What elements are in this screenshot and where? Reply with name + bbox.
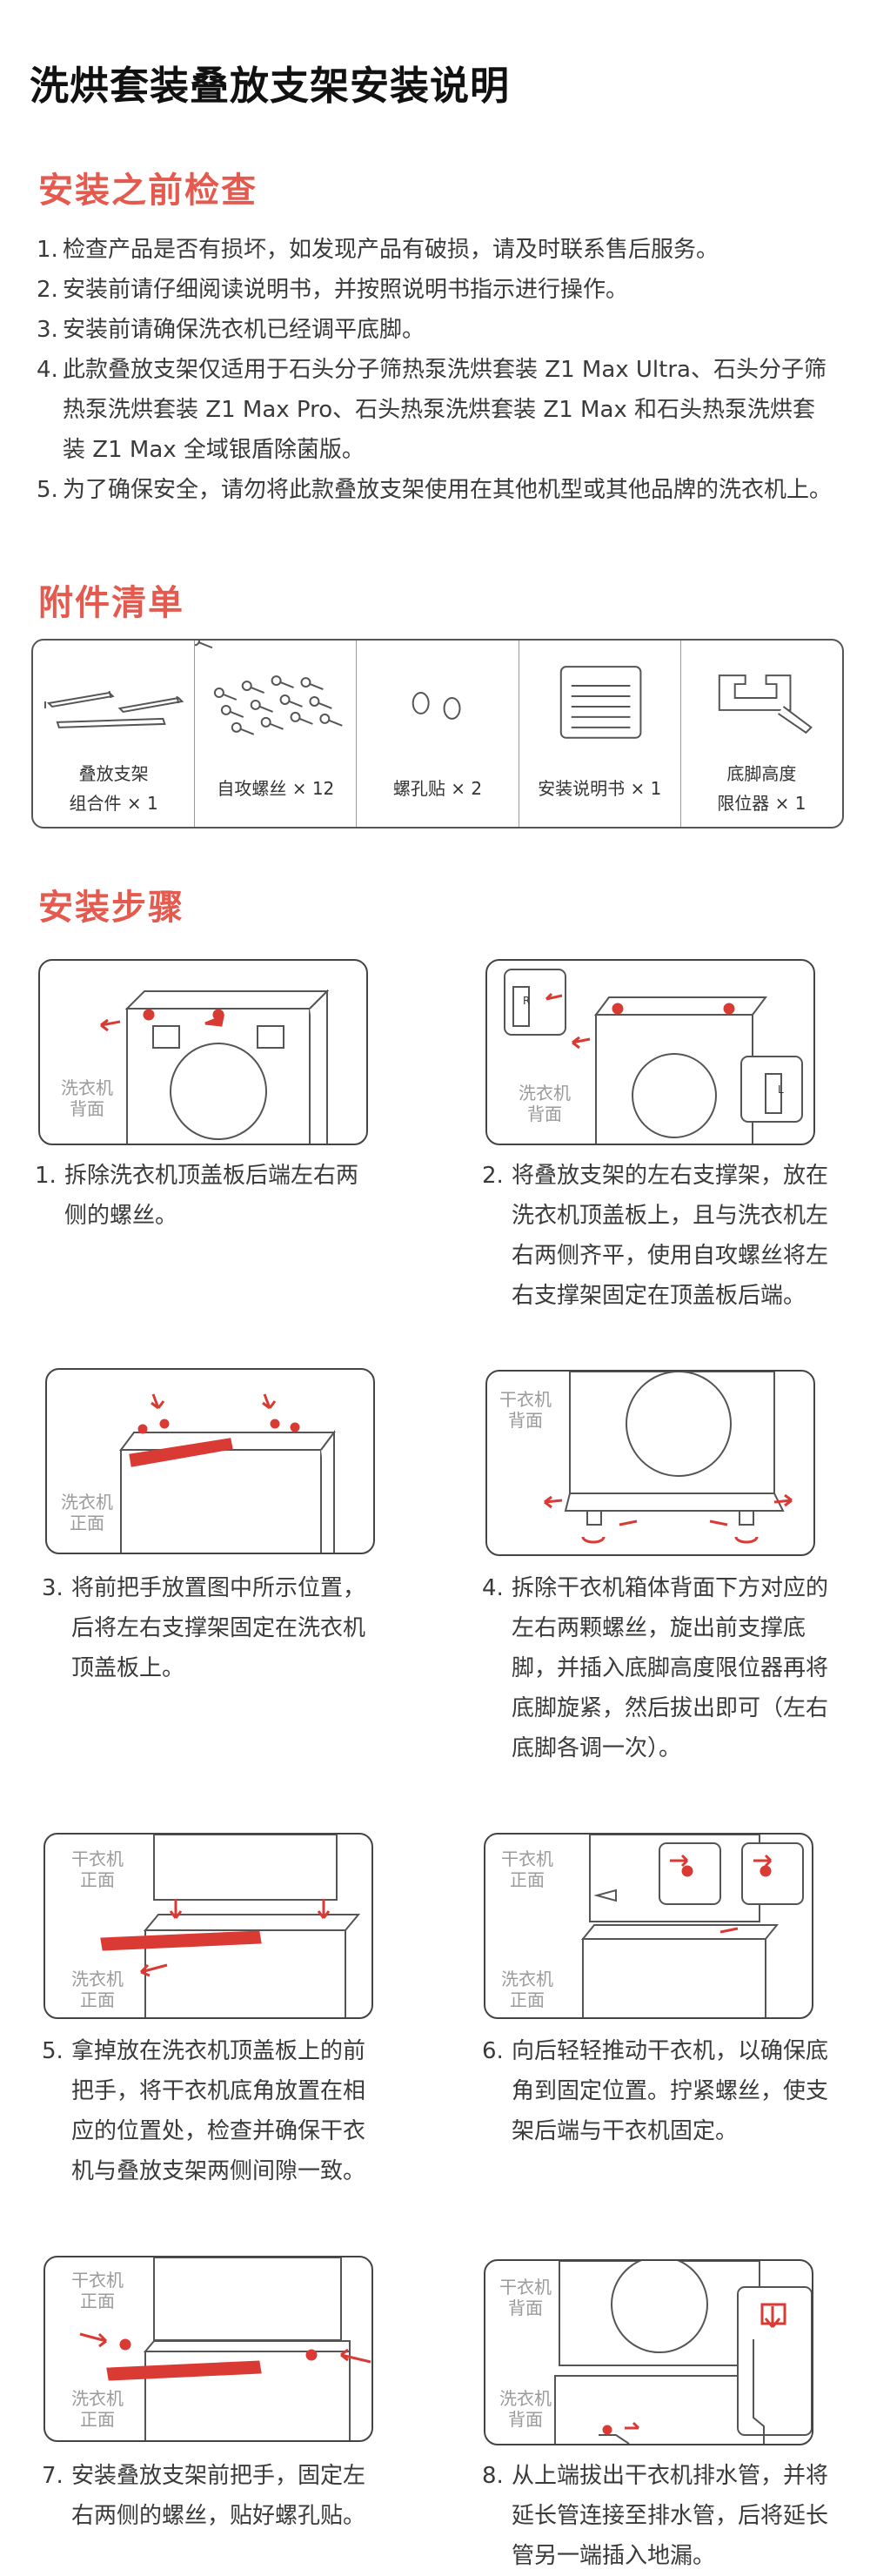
- section-before-install: 安装之前检查: [38, 171, 258, 211]
- step-7: 7.安装叠放支架前把手，固定左右两侧的螺丝，贴好螺孔贴。: [42, 2463, 366, 2529]
- step-6: 6.向后轻轻推动干衣机，以确保底角到固定位置。拧紧螺丝，使支架后端与干衣机固定。: [482, 2038, 829, 2144]
- section-install-steps: 安装步骤: [38, 888, 184, 928]
- check-item: 2.安装前请仔细阅读说明书，并按照说明书指示进行操作。: [37, 277, 629, 303]
- accessory-support-frame: 叠放支架组合件 × 1: [33, 641, 196, 827]
- page-title: 洗烘套装叠放支架安装说明: [30, 63, 511, 109]
- right-tag: R: [523, 995, 531, 1007]
- section-accessories: 附件清单: [38, 583, 184, 623]
- washer-back-label: 洗衣机背面: [519, 1083, 571, 1124]
- dryer-back-label: 干衣机背面: [499, 2277, 552, 2318]
- accessory-foot-limiter: 底脚高度限位器 × 1: [681, 641, 842, 827]
- washer-back-illustration: [100, 989, 330, 1144]
- dryer-back-label: 干衣机背面: [499, 1389, 552, 1431]
- accessory-name: 安装说明书 × 1: [538, 778, 662, 799]
- left-tag: L: [778, 1083, 784, 1096]
- step-3-illustration: [45, 1368, 375, 1554]
- step-2-illustration: [485, 959, 815, 1145]
- step-8: 8.从上端拔出干衣机排水管，并将延长管连接至排水管，后将延长管另一端插入地漏。: [482, 2463, 829, 2569]
- check-item: 3.安装前请确保洗衣机已经调平底脚。: [37, 317, 425, 343]
- step-1-illustration: [38, 959, 368, 1145]
- washer-front-label: 洗衣机正面: [501, 1969, 553, 2010]
- dryer-front-label: 干衣机正面: [71, 1848, 124, 1890]
- accessory-name: 自攻螺丝 × 12: [217, 778, 335, 799]
- accessory-hole-stickers: 螺孔贴 × 2: [357, 641, 519, 827]
- step-8-illustration: [484, 2259, 813, 2445]
- washer-back-label: 洗衣机背面: [61, 1077, 113, 1119]
- step-2: 2.将叠放支架的左右支撑架，放在洗衣机顶盖板上，且与洗衣机左右两侧齐平，使用自攻…: [482, 1163, 829, 1309]
- accessory-table: 叠放支架组合件 × 1 自攻螺丝 × 12 螺孔贴 × 2: [31, 639, 844, 828]
- step-1: 1.拆除洗衣机顶盖板后端左右两侧的螺丝。: [35, 1163, 359, 1229]
- accessory-qty: 限位器 × 1: [717, 793, 806, 814]
- accessory-name: 底脚高度: [726, 763, 797, 784]
- accessory-manual: 安装说明书 × 1: [519, 641, 681, 827]
- washer-front-label: 洗衣机正面: [71, 2388, 124, 2430]
- check-item: 5.为了确保安全，请勿将此款叠放支架使用在其他机型或其他品牌的洗衣机上。: [37, 477, 833, 503]
- check-item: 4.此款叠放支架仅适用于石头分子筛热泵洗烘套装 Z1 Max Ultra、石头分…: [37, 357, 826, 463]
- check-item: 1.检查产品是否有损坏，如发现产品有破损，请及时联系售后服务。: [37, 237, 719, 263]
- accessory-name: 螺孔贴 × 2: [392, 778, 483, 799]
- foot-limiter-icon: [718, 674, 813, 735]
- hole-stickers-icon: [412, 692, 461, 720]
- manual-icon: [559, 666, 642, 739]
- accessory-name: 叠放支架: [78, 763, 149, 784]
- accessory-screws: 自攻螺丝 × 12: [195, 641, 358, 827]
- dryer-front-label: 干衣机正面: [501, 1848, 553, 1890]
- step-6-illustration: [484, 1833, 813, 2019]
- screws-icon: [195, 641, 344, 735]
- step-3: 3.将前把手放置图中所示位置，后将左右支撑架固定在洗衣机顶盖板上。: [42, 1575, 366, 1681]
- step-4: 4.拆除干衣机箱体背面下方对应的左右两颗螺丝，旋出前支撑底脚，并插入底脚高度限位…: [482, 1575, 829, 1761]
- step-5-illustration: [44, 1833, 373, 2019]
- dryer-front-label: 干衣机正面: [71, 2270, 124, 2311]
- washer-front-label: 洗衣机正面: [71, 1969, 124, 2010]
- step-5: 5.拿掉放在洗衣机顶盖板上的前把手，将干衣机底角放置在相应的位置处，检查并确保干…: [42, 2038, 366, 2184]
- washer-back-label: 洗衣机背面: [499, 2388, 552, 2430]
- step-7-illustration: [44, 2256, 373, 2442]
- washer-front-label: 洗衣机正面: [61, 1492, 113, 1533]
- check-list: 1.检查产品是否有损坏，如发现产品有破损，请及时联系售后服务。 2.安装前请仔细…: [37, 230, 837, 510]
- step-4-illustration: [485, 1370, 815, 1556]
- accessory-qty: 组合件 × 1: [69, 793, 158, 814]
- support-frame-icon: [44, 690, 184, 728]
